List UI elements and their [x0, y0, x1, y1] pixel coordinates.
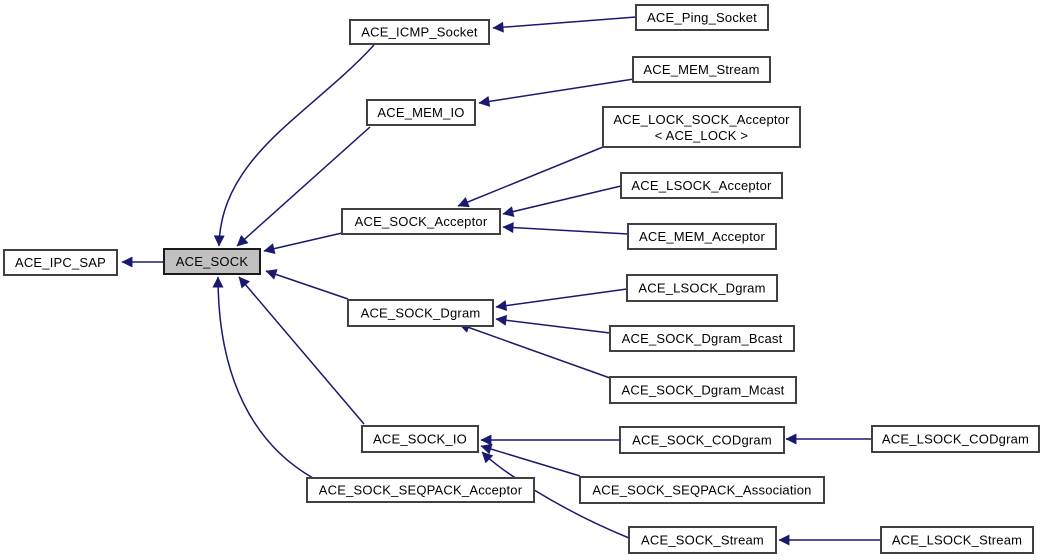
inheritance-edge-lsock_dgram-to-sock_dgram — [495, 288, 628, 312]
class-node-box-sock_stream[interactable] — [628, 526, 777, 554]
inheritance-edge-sock_dgram-to-sock — [265, 269, 349, 300]
class-node-box-sock[interactable] — [163, 248, 261, 275]
class-node-box-sock_seqpack_acceptor[interactable] — [306, 477, 535, 503]
class-node-box-mem_acceptor[interactable] — [627, 223, 777, 250]
class-node-sock_stream[interactable]: ACE_SOCK_Stream — [628, 526, 777, 554]
class-label-lsock_codgram: ACE_LSOCK_CODgram — [882, 432, 1029, 447]
inheritance-edge-icmp_socket-to-sock — [213, 44, 375, 247]
class-node-sock_codgram[interactable]: ACE_SOCK_CODgram — [619, 426, 785, 454]
inheritance-edge-sock_stream-to-sock_io — [481, 451, 630, 539]
inheritance-edge-mem_stream-to-mem_io — [478, 78, 635, 107]
class-label-line2-lock_sock_acceptor: < ACE_LOCK > — [655, 128, 748, 143]
class-label-ipc_sap: ACE_IPC_SAP — [15, 255, 106, 270]
class-label-ping_socket: ACE_Ping_Socket — [647, 10, 757, 25]
class-label-sock_stream: ACE_SOCK_Stream — [641, 533, 764, 548]
class-node-box-lsock_stream[interactable] — [880, 526, 1034, 554]
class-label-sock_seqpack_association: ACE_SOCK_SEQPACK_Association — [592, 483, 811, 498]
class-node-box-ping_socket[interactable] — [635, 4, 769, 31]
class-node-sock_dgram_bcast[interactable]: ACE_SOCK_Dgram_Bcast — [609, 325, 795, 352]
inheritance-edge-mem_io-to-sock — [236, 126, 371, 247]
class-node-sock_dgram_mcast[interactable]: ACE_SOCK_Dgram_Mcast — [609, 376, 797, 404]
class-label-mem_stream: ACE_MEM_Stream — [643, 62, 759, 77]
class-label-sock_acceptor: ACE_SOCK_Acceptor — [355, 214, 488, 229]
class-node-ping_socket[interactable]: ACE_Ping_Socket — [635, 4, 769, 31]
class-node-ipc_sap[interactable]: ACE_IPC_SAP — [3, 249, 118, 276]
class-node-box-lsock_dgram[interactable] — [626, 274, 778, 302]
class-node-box-icmp_socket[interactable] — [349, 19, 490, 45]
class-label-sock_dgram_bcast: ACE_SOCK_Dgram_Bcast — [622, 331, 783, 346]
class-node-icmp_socket[interactable]: ACE_ICMP_Socket — [349, 19, 490, 45]
class-label-lsock_acceptor: ACE_LSOCK_Acceptor — [631, 178, 772, 193]
class-node-lsock_stream[interactable]: ACE_LSOCK_Stream — [880, 526, 1034, 554]
class-label-sock: ACE_SOCK — [176, 254, 249, 269]
class-label-lock_sock_acceptor: ACE_LOCK_SOCK_Acceptor — [613, 112, 790, 127]
class-node-box-lsock_acceptor[interactable] — [620, 172, 783, 199]
class-node-mem_stream[interactable]: ACE_MEM_Stream — [632, 56, 771, 83]
class-node-box-ipc_sap[interactable] — [3, 249, 118, 276]
class-node-box-sock_io[interactable] — [361, 425, 479, 453]
inheritance-edge-ping_socket-to-icmp_socket — [492, 16, 637, 33]
inheritance-edge-sock_dgram_mcast-to-sock_dgram — [458, 322, 611, 379]
class-node-box-sock_dgram[interactable] — [347, 299, 494, 327]
class-node-sock_seqpack_association[interactable]: ACE_SOCK_SEQPACK_Association — [579, 476, 825, 504]
inheritance-edge-lsock_acceptor-to-sock_acceptor — [502, 185, 622, 217]
class-node-box-lock_sock_acceptor[interactable] — [602, 106, 801, 148]
class-node-box-sock_codgram[interactable] — [619, 426, 785, 454]
class-label-sock_io: ACE_SOCK_IO — [373, 432, 467, 447]
class-label-sock_dgram_mcast: ACE_SOCK_Dgram_Mcast — [622, 383, 785, 398]
class-node-box-mem_io[interactable] — [366, 99, 476, 126]
class-label-lsock_dgram: ACE_LSOCK_Dgram — [638, 281, 765, 296]
class-node-box-mem_stream[interactable] — [632, 56, 771, 83]
class-node-lsock_acceptor[interactable]: ACE_LSOCK_Acceptor — [620, 172, 783, 199]
class-node-box-sock_dgram_mcast[interactable] — [609, 376, 797, 404]
class-node-box-sock_seqpack_association[interactable] — [579, 476, 825, 504]
class-label-mem_io: ACE_MEM_IO — [377, 105, 464, 120]
class-node-box-sock_acceptor[interactable] — [341, 208, 501, 235]
inheritance-edge-sock_io-to-sock — [238, 276, 365, 425]
class-label-icmp_socket: ACE_ICMP_Socket — [361, 25, 478, 40]
class-node-box-lsock_codgram[interactable] — [871, 425, 1040, 453]
class-node-sock[interactable]: ACE_SOCK — [163, 248, 261, 275]
inheritance-edge-sock_seqpack_acceptor-to-sock — [212, 276, 314, 479]
inheritance-edge-lock_sock_acceptor-to-sock_acceptor — [457, 146, 604, 208]
class-node-sock_io[interactable]: ACE_SOCK_IO — [361, 425, 479, 453]
class-node-lsock_dgram[interactable]: ACE_LSOCK_Dgram — [626, 274, 778, 302]
class-label-lsock_stream: ACE_LSOCK_Stream — [892, 533, 1022, 548]
class-node-sock_seqpack_acceptor[interactable]: ACE_SOCK_SEQPACK_Acceptor — [306, 477, 535, 503]
class-node-box-sock_dgram_bcast[interactable] — [609, 325, 795, 352]
class-label-sock_seqpack_acceptor: ACE_SOCK_SEQPACK_Acceptor — [319, 483, 523, 498]
inheritance-edge-mem_acceptor-to-sock_acceptor — [502, 222, 629, 235]
inheritance-edge-sock_seqpack_association-to-sock_io — [480, 443, 581, 477]
class-node-lock_sock_acceptor[interactable]: ACE_LOCK_SOCK_Acceptor< ACE_LOCK > — [602, 106, 801, 148]
class-label-mem_acceptor: ACE_MEM_Acceptor — [639, 229, 765, 244]
class-node-sock_acceptor[interactable]: ACE_SOCK_Acceptor — [341, 208, 501, 235]
class-label-sock_codgram: ACE_SOCK_CODgram — [632, 433, 772, 448]
inheritance-edge-sock_acceptor-to-sock — [263, 232, 343, 255]
class-node-sock_dgram[interactable]: ACE_SOCK_Dgram — [347, 299, 494, 327]
inheritance-edge-sock_dgram_bcast-to-sock_dgram — [495, 314, 611, 334]
class-node-lsock_codgram[interactable]: ACE_LSOCK_CODgram — [871, 425, 1040, 453]
class-node-mem_io[interactable]: ACE_MEM_IO — [366, 99, 476, 126]
class-label-sock_dgram: ACE_SOCK_Dgram — [361, 306, 481, 321]
class-node-mem_acceptor[interactable]: ACE_MEM_Acceptor — [627, 223, 777, 250]
